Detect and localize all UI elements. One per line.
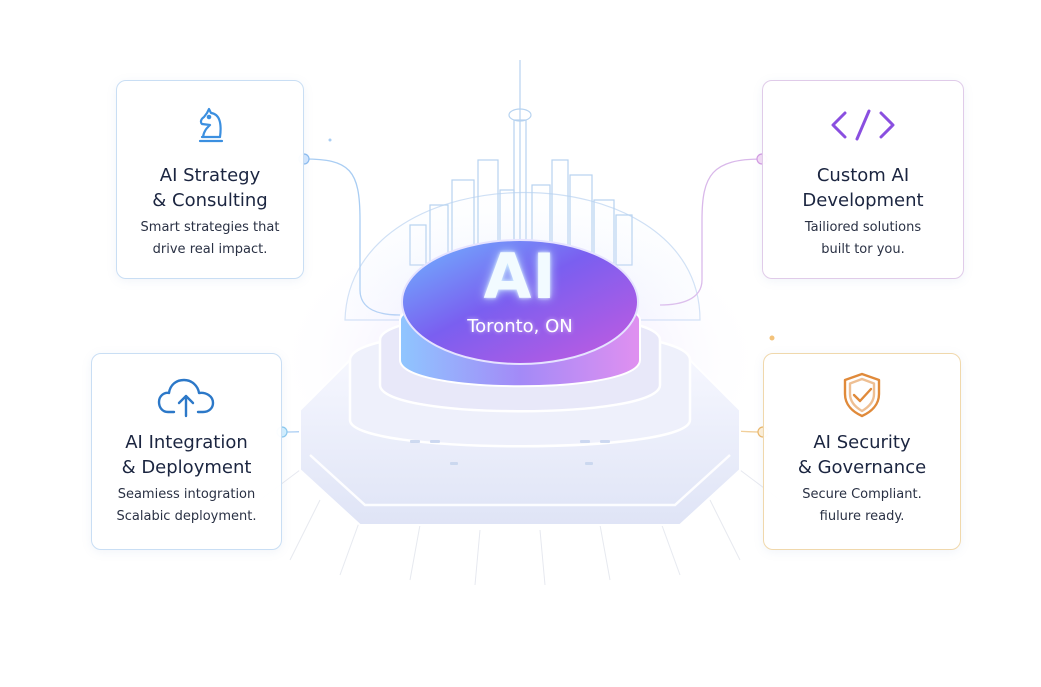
card-title: AI Integration & Deployment [121,432,252,478]
chess-knight-icon [188,103,232,151]
ai-disc [401,239,639,365]
card-ai-strategy[interactable]: AI Strategy & Consulting Smart strategie… [116,80,304,279]
card-custom-development[interactable]: Custom AI Development Tailiored solution… [762,80,964,279]
hub-location: Toronto, ON [467,316,573,337]
card-description: Secure Compliant. fiulure ready. [802,487,922,524]
sparkle-dot [328,138,332,142]
card-description: Smart strategies that drive real impact. [140,220,280,257]
card-title: Custom AI Development [802,165,924,211]
card-title: AI Security & Governance [797,432,927,478]
platform-lights [410,440,610,465]
card-description: Seamiess intogration Scalabic deployment… [116,487,257,524]
sparkle-dot [769,335,775,341]
card-ai-security[interactable]: AI Security & Governance Secure Complian… [763,353,961,550]
card-description: Tailiored solutions built tor you. [804,220,922,257]
card-title: AI Strategy & Consulting [152,165,268,211]
hub-label: AI [483,240,557,313]
shield-check-icon [839,370,885,424]
cloud-upload-icon [156,374,218,424]
code-brackets-icon [827,105,899,149]
card-ai-integration[interactable]: AI Integration & Deployment Seamiess int… [91,353,282,550]
